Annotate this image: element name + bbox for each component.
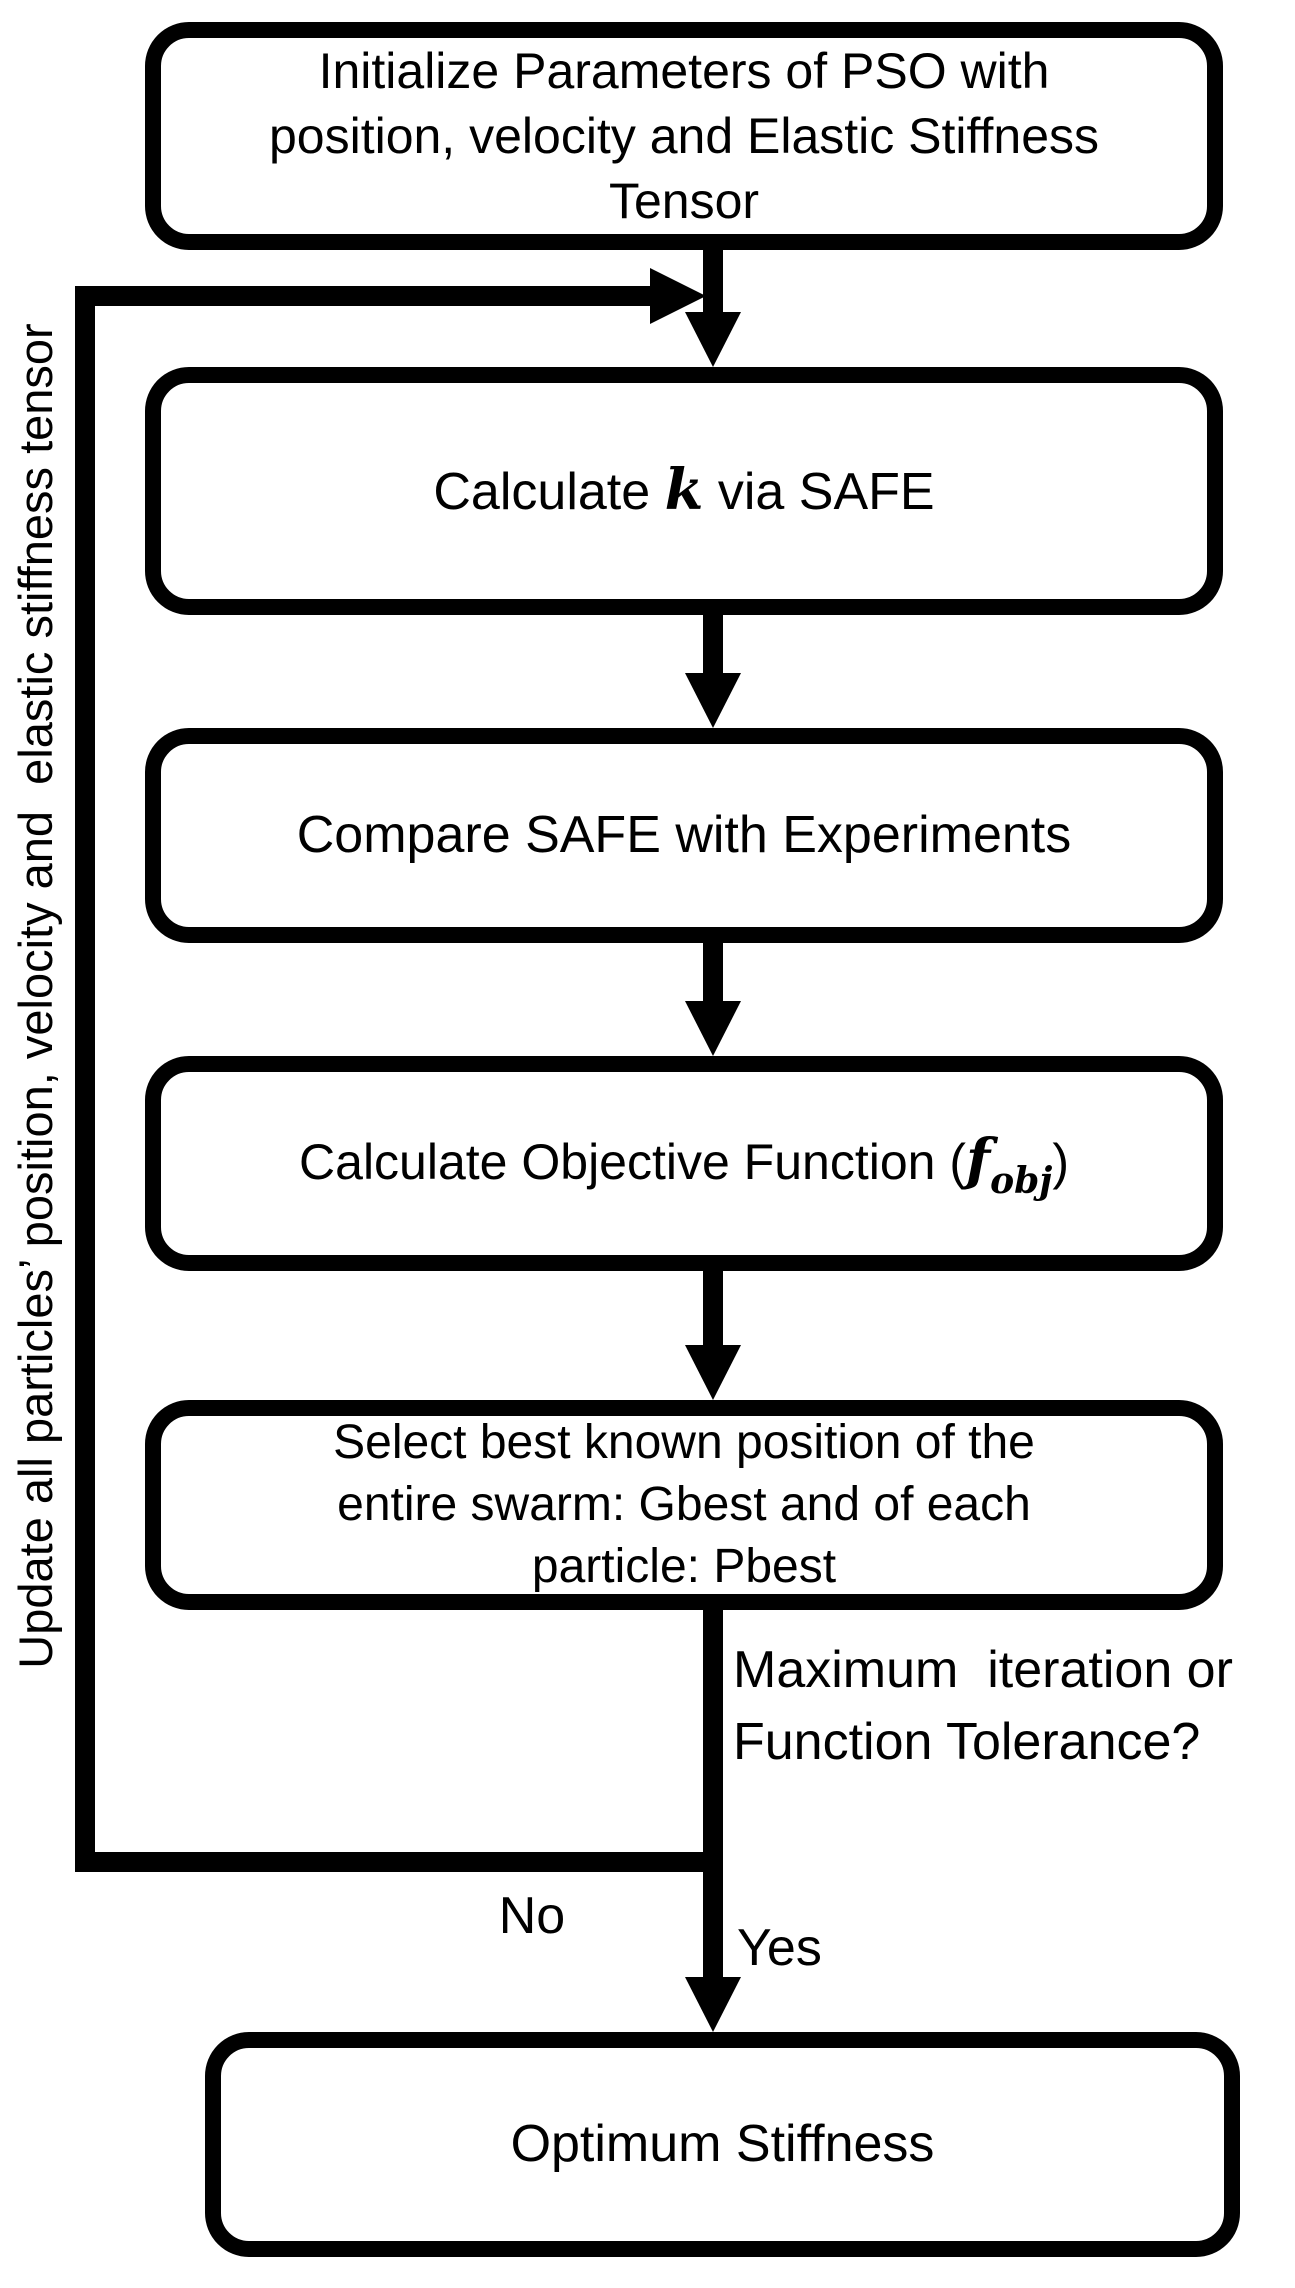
- math-obj-subscript: obj: [990, 1159, 1053, 1202]
- arrow-down-icon: [685, 312, 741, 367]
- calculate-k-pre: Calculate: [433, 462, 665, 521]
- loop-update-note: Update all particles’ position, velocity…: [9, 323, 62, 1669]
- flowchart-box-objective-function: Calculate Objective Function (fobj): [145, 1056, 1223, 1271]
- select-box-text: Select best known position of the entire…: [333, 1416, 1035, 1593]
- connector-init-to-calck: [703, 250, 723, 320]
- flowchart-box-optimum-stiffness: Optimum Stiffness: [205, 2032, 1240, 2257]
- calculate-k-post: via SAFE: [703, 462, 935, 521]
- arrow-down-icon: [685, 1977, 741, 2032]
- loop-top-line: [75, 286, 655, 306]
- optimum-box-text: Optimum Stiffness: [510, 2115, 935, 2173]
- no-branch-label: No: [498, 1887, 566, 1945]
- arrow-down-icon: [685, 673, 741, 728]
- arrow-down-icon: [685, 1001, 741, 1056]
- flowchart-box-calculate-k: Calculate k via SAFE: [145, 367, 1223, 615]
- connector-compare-to-objective: [703, 943, 723, 1008]
- no-branch-line: [75, 1852, 723, 1872]
- math-k-symbol: k: [664, 456, 704, 523]
- arrow-down-icon: [685, 1345, 741, 1400]
- connector-objective-to-select: [703, 1271, 723, 1351]
- objective-pre: Calculate Objective Function (: [299, 1133, 966, 1190]
- objective-post: ): [1052, 1133, 1069, 1190]
- calculate-k-box-text: Calculate k via SAFE: [433, 456, 935, 525]
- initialize-box-text: Initialize Parameters of PSO with positi…: [268, 42, 1100, 229]
- compare-box-text: Compare SAFE with Experiments: [296, 806, 1072, 864]
- objective-box-text: Calculate Objective Function (fobj): [299, 1126, 1069, 1202]
- flowchart-box-select-best: Select best known position of the entire…: [145, 1400, 1223, 1610]
- yes-branch-label: Yes: [737, 1919, 822, 1977]
- connector-select-to-optimum: [703, 1610, 723, 1984]
- math-f-symbol: f: [966, 1126, 991, 1193]
- loop-left-line: [75, 286, 95, 1872]
- connector-calck-to-compare: [703, 615, 723, 680]
- decision-question-text: Maximum iteration or Function Tolerance?: [733, 1641, 1233, 1771]
- flowchart-box-compare: Compare SAFE with Experiments: [145, 728, 1223, 943]
- flowchart-box-initialize: Initialize Parameters of PSO with positi…: [145, 22, 1223, 250]
